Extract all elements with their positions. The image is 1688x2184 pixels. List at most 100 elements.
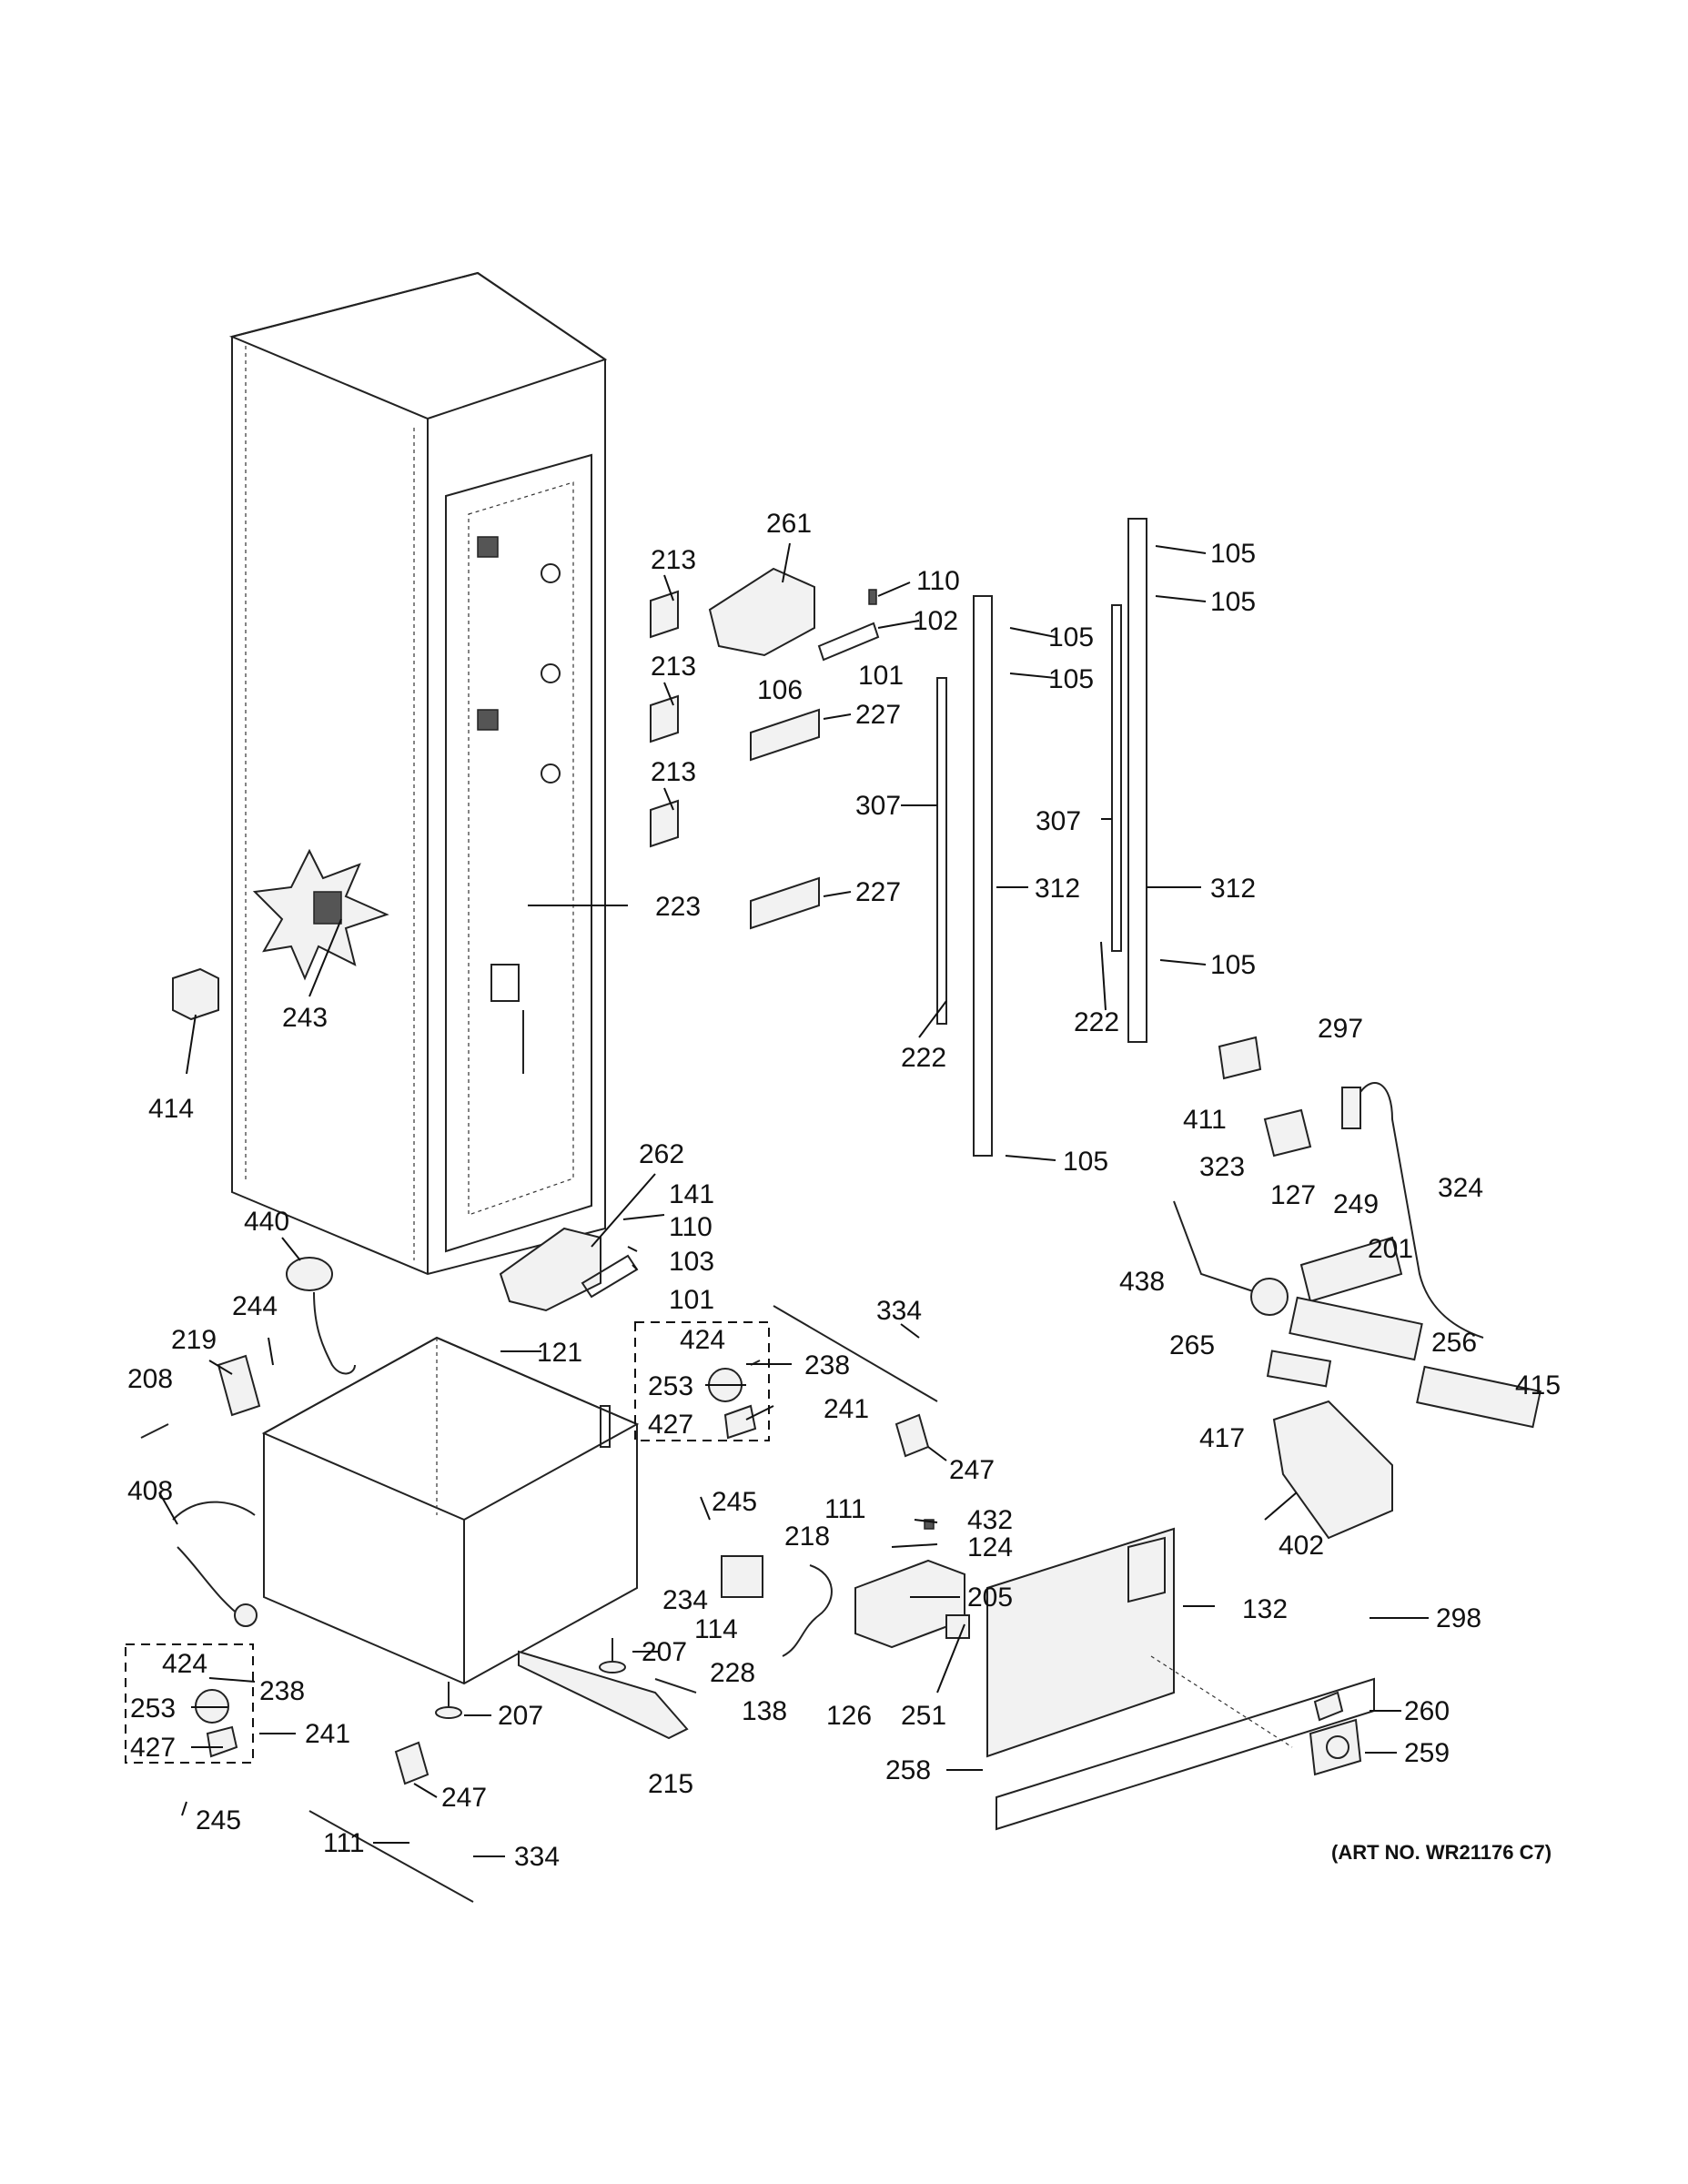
callout-244: 244 [232,1291,278,1321]
callout-334: 334 [514,1842,560,1872]
housing-402 [1272,1400,1393,1540]
callout-223: 223 [655,892,701,922]
callout-312: 312 [1210,874,1256,904]
callout-213: 213 [651,652,696,682]
callout-201: 201 [1368,1234,1413,1264]
callout-408: 408 [127,1476,173,1506]
callout-105: 105 [1048,622,1094,652]
callout-427: 427 [648,1410,693,1440]
handle-227-upper [750,708,820,762]
callout-222: 222 [1074,1007,1119,1037]
hinge-261 [708,567,815,657]
callout-labels: 261 213 213 213 110 102 106 101 105 105 … [127,509,1561,1872]
callout-219: 219 [171,1325,217,1355]
filter-415 [1416,1365,1541,1429]
callout-307: 307 [855,791,901,821]
callout-312: 312 [1035,874,1080,904]
callout-334: 334 [876,1296,922,1326]
callout-262: 262 [639,1139,684,1169]
callout-103: 103 [669,1247,714,1277]
callout-110: 110 [669,1212,713,1242]
callout-249: 249 [1333,1189,1379,1219]
callout-105: 105 [1063,1147,1108,1177]
callout-228: 228 [710,1658,755,1688]
filter-256 [1289,1296,1423,1361]
callout-110: 110 [916,566,960,596]
callout-215: 215 [648,1769,693,1799]
callout-205: 205 [967,1582,1013,1613]
callout-207: 207 [642,1637,687,1667]
callout-432: 432 [967,1505,1013,1535]
rail-307-left [936,677,947,1025]
callout-247: 247 [949,1455,995,1485]
callout-258: 258 [885,1755,931,1785]
rod-334-upper [773,1305,938,1402]
callout-402: 402 [1279,1531,1324,1561]
rail-312-right [1127,518,1147,1043]
callout-245: 245 [712,1487,757,1517]
callout-256: 256 [1431,1328,1477,1358]
callout-141: 141 [669,1179,714,1209]
callout-411: 411 [1183,1105,1227,1135]
callout-241: 241 [824,1394,869,1424]
callout-424: 424 [162,1649,207,1679]
kit-group-upper [634,1321,770,1441]
callout-427: 427 [130,1733,176,1763]
callout-101: 101 [858,661,904,691]
grille-258 [986,1527,1175,1758]
callout-106: 106 [757,675,803,705]
callout-114: 114 [694,1614,738,1644]
kit-group-lower [125,1643,254,1764]
callout-324: 324 [1438,1173,1483,1203]
callout-415: 415 [1515,1370,1561,1400]
callout-105: 105 [1210,950,1256,980]
part-414 [172,967,219,1021]
callout-121: 121 [537,1338,582,1368]
callout-102: 102 [913,606,958,636]
harness-408 [172,1501,256,1621]
callout-207: 207 [498,1701,543,1731]
callout-132: 132 [1242,1594,1288,1624]
grommet-440 [286,1257,333,1291]
callout-253: 253 [130,1694,176,1724]
rail-215 [518,1650,689,1740]
callout-307: 307 [1036,806,1081,836]
callout-424: 424 [680,1325,725,1355]
callout-105: 105 [1210,539,1256,569]
cover-201 [1299,1236,1403,1303]
callout-238: 238 [804,1350,850,1380]
callout-213: 213 [651,757,696,787]
callout-247: 247 [441,1783,487,1813]
art-number: (ART NO. WR21176 C7) [1331,1841,1552,1864]
callout-234: 234 [662,1585,708,1615]
callout-241: 241 [305,1719,350,1749]
callout-253: 253 [648,1371,693,1401]
callout-238: 238 [259,1676,305,1706]
callout-218: 218 [784,1522,830,1552]
callout-265: 265 [1169,1330,1215,1360]
callout-105: 105 [1048,664,1094,694]
callout-440: 440 [244,1207,289,1237]
callout-127: 127 [1270,1180,1316,1210]
callout-298: 298 [1436,1603,1481,1633]
rail-307-right [1111,604,1122,952]
rod-334-lower [308,1810,474,1903]
callout-213: 213 [651,545,696,575]
cabinet-illustration [228,271,608,1276]
handle-227-lower [750,876,820,930]
callout-261: 261 [766,509,812,539]
base-frame [261,1336,640,1685]
hinge-262 [499,1227,601,1312]
callout-438: 438 [1119,1267,1165,1297]
callout-414: 414 [148,1094,194,1124]
callout-227: 227 [855,700,901,730]
callout-260: 260 [1404,1696,1450,1726]
callout-126: 126 [826,1701,872,1731]
callout-124: 124 [967,1532,1013,1562]
callout-101: 101 [669,1285,714,1315]
callout-138: 138 [742,1696,787,1726]
callout-297: 297 [1318,1014,1363,1044]
callout-105: 105 [1210,587,1256,617]
callout-323: 323 [1199,1152,1245,1182]
